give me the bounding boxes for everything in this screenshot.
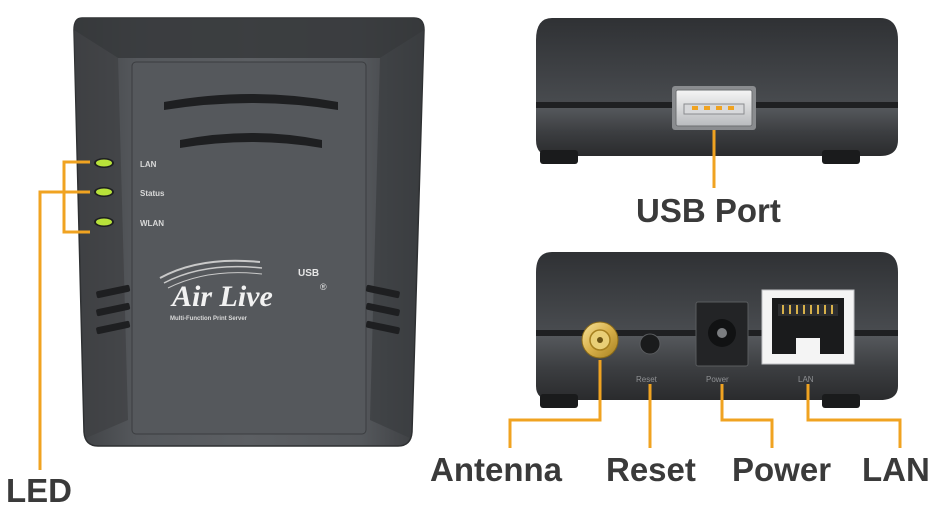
callout-usb-port: USB Port: [636, 192, 781, 229]
power-port-label: Power: [706, 375, 729, 384]
led-status: Status: [94, 187, 165, 198]
callout-led: LED: [6, 472, 72, 509]
side-vents-right: [365, 284, 400, 335]
lan-port-label: LAN: [798, 375, 814, 384]
rubber-foot: [822, 150, 860, 164]
product-subtitle: Multi-Function Print Server: [170, 316, 248, 322]
model-text: USB: [298, 268, 319, 279]
power-jack: Power: [695, 301, 749, 384]
lan-port: LAN: [761, 289, 855, 384]
rubber-foot: [822, 394, 860, 408]
front-view-device: LAN Status WLAN USB Air Live ® Multi-Fun…: [73, 17, 425, 447]
side-vents-left: [96, 284, 131, 335]
usb-port-connector: [672, 86, 756, 130]
callout-reset: Reset: [606, 451, 696, 488]
callout-power: Power: [732, 451, 832, 488]
lan-leader: [806, 384, 902, 448]
led-status-light: [96, 188, 112, 196]
reset-button-hole: Reset: [636, 333, 661, 384]
callout-lan: LAN: [862, 451, 930, 488]
led-lan-light: [96, 159, 112, 167]
rubber-foot: [540, 150, 578, 164]
usb-side-device: [536, 18, 898, 164]
led-wlan-light: [96, 218, 112, 226]
led-status-label: Status: [140, 189, 165, 198]
led-lan: LAN: [94, 158, 157, 169]
brand-text: Air Live: [170, 280, 273, 313]
led-leader-bracket: [62, 160, 90, 234]
registered-mark: ®: [320, 282, 327, 292]
led-lan-label: LAN: [140, 160, 157, 169]
power-leader: [720, 384, 774, 448]
antenna-leader: [508, 360, 602, 448]
airlive-logo: USB Air Live ® Multi-Function Print Serv…: [159, 259, 327, 322]
led-wlan-label: WLAN: [140, 219, 164, 228]
vent-slot: [164, 94, 338, 110]
led-wlan: WLAN: [94, 217, 164, 228]
led-leader: [38, 190, 64, 470]
leader-lines: [38, 130, 902, 470]
antenna-connector: [581, 321, 619, 359]
back-panel-device: Reset Power LAN: [536, 252, 898, 408]
reset-port-label: Reset: [636, 375, 658, 384]
callout-antenna: Antenna: [430, 451, 562, 488]
vent-slot: [180, 133, 322, 148]
rubber-foot: [540, 394, 578, 408]
